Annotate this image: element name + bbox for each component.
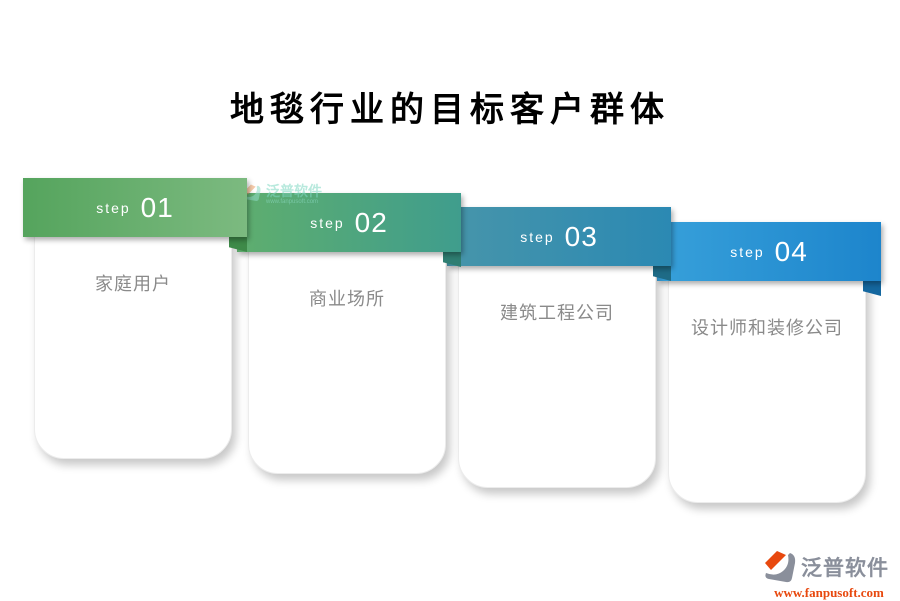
step-card-label: 家庭用户 — [95, 274, 171, 294]
ribbon-fold — [863, 280, 881, 296]
fanpu-logo-icon — [765, 551, 796, 583]
step-card-body: 家庭用户 — [34, 207, 232, 459]
step-card-1: 家庭用户 step 01 — [23, 178, 247, 523]
step-ribbon: step 02 — [237, 193, 461, 252]
step-card-body: 设计师和装修公司 — [668, 251, 866, 503]
step-card-label: 设计师和装修公司 — [691, 318, 843, 338]
step-word: step — [310, 214, 345, 231]
step-card-body: 商业场所 — [248, 222, 446, 474]
step-number: 01 — [140, 191, 174, 223]
step-card-body: 建筑工程公司 — [458, 236, 656, 488]
step-card-4: 设计师和装修公司 step 04 — [657, 222, 881, 567]
step-ribbon: step 04 — [657, 222, 881, 281]
step-card-3: 建筑工程公司 step 03 — [447, 207, 671, 552]
page-title: 地毯行业的目标客户群体 — [230, 92, 670, 129]
step-word: step — [730, 243, 765, 260]
step-ribbon: step 03 — [447, 207, 671, 266]
step-number: 03 — [564, 220, 598, 252]
brand-name: 泛普软件 — [801, 557, 889, 580]
ribbon-fold — [653, 265, 671, 281]
step-word: step — [96, 199, 131, 216]
step-word: step — [520, 228, 555, 245]
step-card-label: 建筑工程公司 — [500, 303, 614, 323]
brand-url: www.fanpusoft.com — [774, 585, 884, 600]
step-number: 02 — [354, 206, 388, 238]
step-card-label: 商业场所 — [309, 289, 385, 309]
brand-logo: 泛普软件 www.fanpusoft.com — [762, 550, 896, 601]
ribbon-fold — [443, 251, 461, 267]
ribbon-fold — [229, 236, 247, 252]
step-card-2: 商业场所 step 02 — [237, 193, 461, 538]
step-ribbon: step 01 — [23, 178, 247, 237]
step-number: 04 — [774, 235, 808, 267]
